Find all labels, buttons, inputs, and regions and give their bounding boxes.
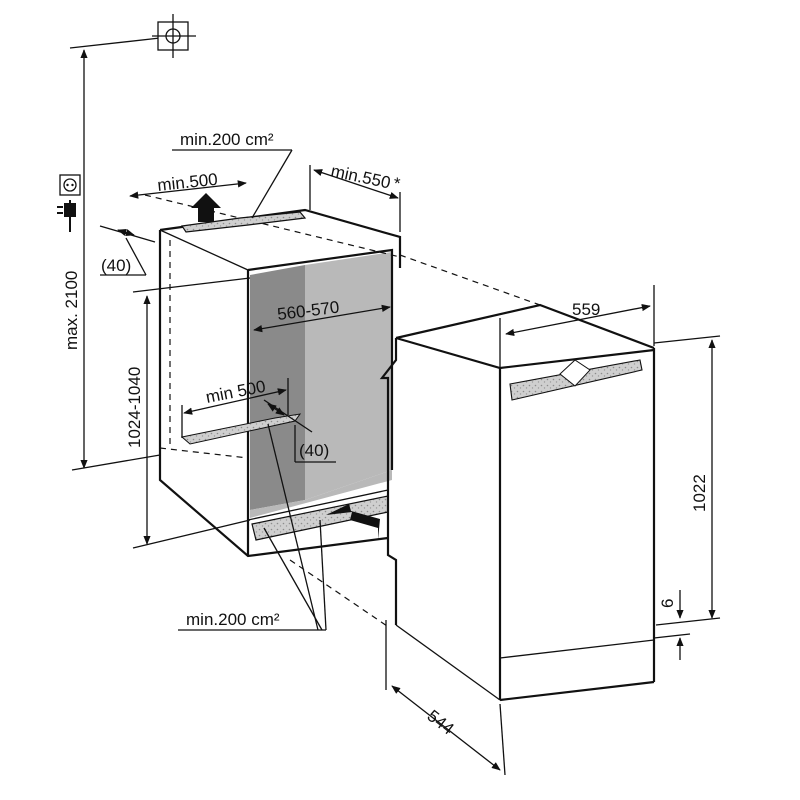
- inner-gap-label: (40): [299, 441, 329, 460]
- bottom-vent-callout: min.200 cm²: [178, 423, 327, 631]
- airflow-arrow-icon: [326, 504, 380, 540]
- top-depth-label: min.500: [156, 170, 218, 195]
- plinth-offset-dimension: 6: [653, 590, 691, 660]
- top-vent-grille: [180, 211, 307, 233]
- bottom-vent-area-label: min.200 cm²: [186, 610, 280, 629]
- top-gap-dimension: (40): [99, 225, 156, 276]
- ceiling-line: [69, 37, 161, 49]
- cabinet-depth-label: min.550: [329, 161, 392, 192]
- center-mark-icon: [152, 14, 196, 58]
- appliance-width-dimension: 559: [499, 285, 655, 372]
- top-vent-callout: min.200 cm²: [172, 130, 293, 219]
- max-height-label: max. 2100: [62, 271, 81, 350]
- cabinet-depth-asterisk: *: [394, 174, 401, 193]
- top-vent-area-label: min.200 cm²: [180, 130, 274, 149]
- wall-socket-icon: [59, 174, 81, 196]
- inner-floor-vent: [180, 413, 302, 445]
- top-gap-label: (40): [101, 256, 131, 275]
- power-plug-icon: [57, 200, 76, 232]
- appliance-height-dimension: 1022: [653, 335, 721, 626]
- inner-gap-dimension: (40): [263, 399, 336, 463]
- appliance-top-grille: [509, 359, 643, 401]
- plinth-offset-label: 6: [658, 599, 677, 608]
- niche-height-label: 1024-1040: [125, 367, 144, 448]
- appliance-height-label: 1022: [690, 474, 709, 512]
- niche-height-dimension: 1024-1040: [125, 277, 251, 549]
- top-depth-dimension: min.500: [129, 170, 247, 199]
- appliance-width-label: 559: [572, 300, 600, 319]
- cabinet-depth-dimension: min.550 *: [309, 161, 401, 232]
- airflow-arrow-icon: [191, 193, 221, 222]
- max-height-dimension: max. 2100: [62, 49, 161, 471]
- appliance-body: [379, 303, 656, 702]
